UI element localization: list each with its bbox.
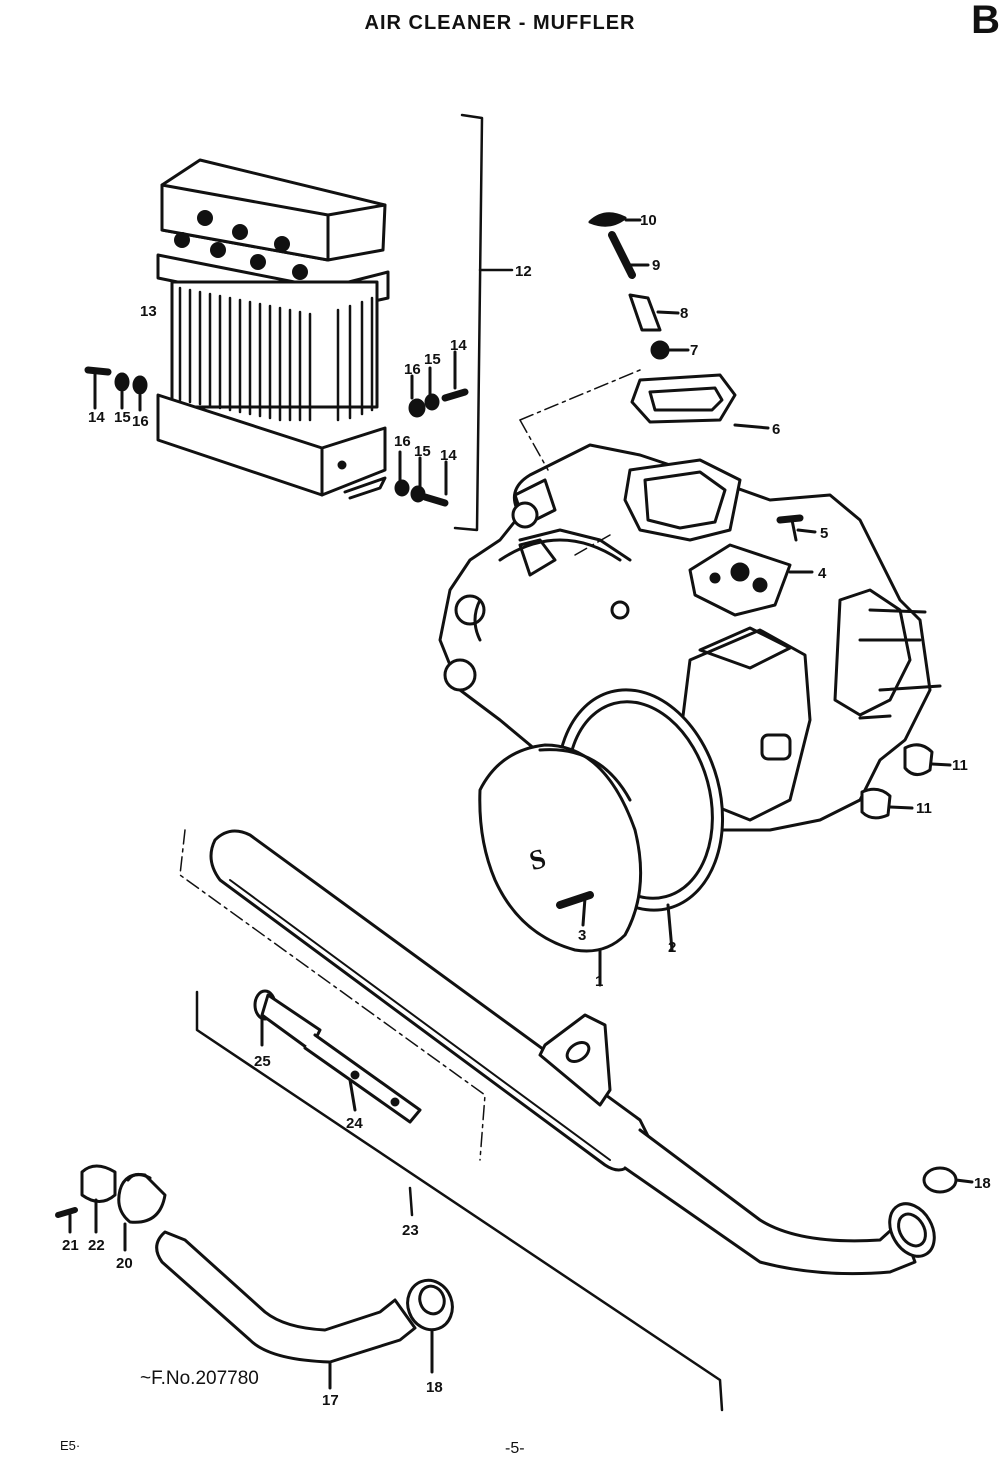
assembly-guide-lines <box>519 369 641 556</box>
callout-21: 21 <box>62 1237 79 1254</box>
callout-14b: 14 <box>450 337 467 354</box>
callout-3: 3 <box>578 927 586 944</box>
callout-17: 17 <box>322 1392 339 1409</box>
callout-16b: 16 <box>404 361 421 378</box>
callout-18a: 18 <box>974 1175 991 1192</box>
callout-4: 4 <box>818 565 827 582</box>
callout-2: 2 <box>668 939 676 956</box>
callout-12: 12 <box>515 263 532 280</box>
bolt-set-right-upper <box>408 350 469 418</box>
callout-24: 24 <box>346 1115 363 1132</box>
bolt-set-right-lower <box>394 450 449 507</box>
callout-25: 25 <box>254 1053 271 1070</box>
callout-10: 10 <box>640 212 657 229</box>
callout-7: 7 <box>690 342 698 359</box>
section-mark: B <box>971 0 1000 42</box>
muffler-guide-lines <box>179 829 486 1161</box>
svg-text:S: S <box>526 843 549 877</box>
page-title: AIR CLEANER - MUFFLER <box>364 12 636 34</box>
muffler-bracket <box>195 990 724 1412</box>
callout-23: 23 <box>402 1222 419 1239</box>
callout-11b: 11 <box>916 800 932 817</box>
callout-6: 6 <box>772 421 780 438</box>
baffle-tube <box>253 989 422 1124</box>
callout-15b: 15 <box>424 351 441 368</box>
callout-14a: 14 <box>88 409 105 426</box>
callout-15c: 15 <box>414 443 431 460</box>
muffler-body <box>209 829 974 1276</box>
callout-20: 20 <box>116 1255 133 1272</box>
assembly-bracket <box>453 113 514 532</box>
callout-9: 9 <box>652 257 660 274</box>
frame-number-note: ~F.No.207780 <box>140 1368 259 1389</box>
callout-16a: 16 <box>132 413 149 430</box>
filler-cap-parts <box>588 212 770 430</box>
callout-13: 13 <box>140 303 157 320</box>
callout-22: 22 <box>88 1237 105 1254</box>
exhaust-pipe <box>155 1230 454 1390</box>
air-cleaner-element <box>156 158 390 500</box>
callout-14c: 14 <box>440 447 457 464</box>
callout-15a: 15 <box>114 409 131 426</box>
callout-11a: 11 <box>952 757 968 774</box>
clamp-parts <box>55 1164 167 1252</box>
footer-code: E5· <box>60 1438 81 1453</box>
side-cover: S <box>478 743 643 987</box>
page-number: -5- <box>505 1440 525 1457</box>
callout-18b: 18 <box>426 1379 443 1396</box>
callout-labels: 1 2 3 4 5 6 7 8 9 10 11 11 12 13 14 15 1… <box>62 212 991 1409</box>
callout-1: 1 <box>595 973 603 990</box>
callout-8: 8 <box>680 305 688 322</box>
bolt-set-left <box>84 366 148 412</box>
callout-16c: 16 <box>394 433 411 450</box>
callout-5: 5 <box>820 525 828 542</box>
